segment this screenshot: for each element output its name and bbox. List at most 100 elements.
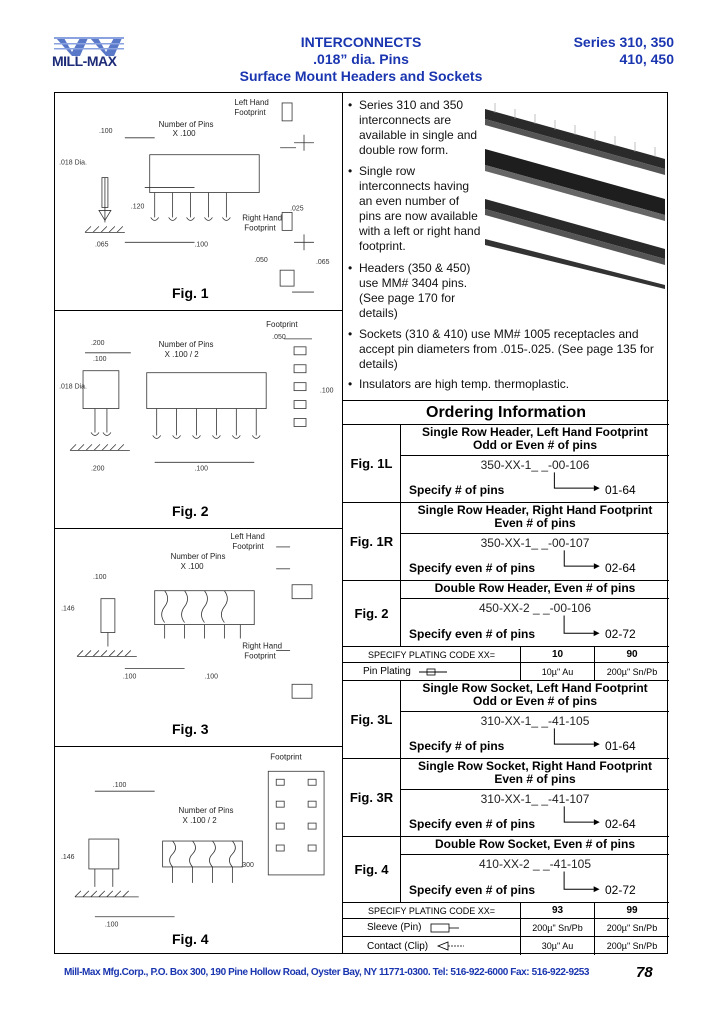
- fig-4-label: Fig. 4: [172, 931, 209, 947]
- fig-1-label: Fig. 1: [172, 285, 209, 301]
- plating-table-2-row-2: Contact (Clip) 30µ" Au 200µ" Sn/Pb: [343, 937, 669, 955]
- pin-icon: [418, 668, 447, 675]
- order-part-number: 310-XX-1_ _-41-107: [480, 792, 590, 806]
- svg-text:Number of Pins: Number of Pins: [159, 120, 214, 129]
- order-range: 02-64: [605, 817, 636, 831]
- plating-code-a: 10: [521, 647, 595, 662]
- plating-header: SPECIFY PLATING CODE XX=: [343, 903, 521, 918]
- order-arrow: [563, 615, 600, 637]
- svg-text:.100: .100: [99, 128, 113, 135]
- svg-text:.050: .050: [254, 257, 268, 264]
- svg-text:.146: .146: [61, 606, 75, 613]
- plating-value-b: 200µ" Sn/Pb: [606, 941, 658, 951]
- svg-text:.100: .100: [204, 673, 218, 680]
- order-range: 02-72: [605, 883, 636, 897]
- order-desc-line-1: Single Row Socket, Left Hand Footprint: [422, 681, 648, 695]
- ordering-title: Ordering Information: [343, 401, 669, 425]
- order-spec-label: Specify # of pins: [409, 483, 505, 497]
- order-arrow: [563, 871, 600, 893]
- svg-text:.200: .200: [91, 465, 105, 472]
- svg-text:.120: .120: [131, 203, 145, 210]
- order-range: 02-72: [605, 627, 636, 641]
- svg-text:X .100: X .100: [173, 129, 197, 138]
- bullet-3: •Headers (350 & 450) use MM# 3404 pins. …: [348, 261, 471, 320]
- bullet-2: •Single row interconnects having an even…: [348, 164, 481, 253]
- svg-text:.300: .300: [240, 862, 254, 869]
- order-fig-label: Fig. 2: [343, 581, 401, 646]
- title-line-2: .018” dia. Pins: [313, 51, 409, 67]
- order-fig-label: Fig. 3L: [343, 681, 401, 758]
- order-spec-label: Specify even # of pins: [409, 817, 536, 831]
- order-spec-label: Specify # of pins: [409, 739, 505, 753]
- plating-value-b: 200µ" Sn/Pb: [606, 666, 658, 677]
- order-desc-line-1: Double Row Socket, Even # of pins: [434, 837, 636, 851]
- order-arrow: [563, 550, 600, 570]
- mill-max-logo: [54, 37, 124, 56]
- svg-text:.100: .100: [93, 356, 107, 363]
- svg-text:Number of Pins: Number of Pins: [171, 552, 226, 561]
- bullet-1: •Series 310 and 350 interconnects are av…: [348, 98, 478, 157]
- order-part-number: 410-XX-2 _ _-41-105: [478, 857, 592, 871]
- order-range: 01-64: [605, 739, 636, 753]
- order-part-number: 350-XX-1_ _-00-107: [480, 536, 590, 550]
- svg-text:.100: .100: [195, 241, 209, 248]
- order-range: 02-64: [605, 561, 636, 575]
- plating-code-b: 90: [626, 649, 638, 660]
- order-fig-label: Fig. 3R: [343, 759, 401, 836]
- order-desc-line-2: Even # of pins: [494, 516, 576, 530]
- svg-text:.100: .100: [195, 465, 209, 472]
- fig-2-drawing: Footprint Number of Pins X .100 / 2 .200…: [59, 320, 334, 472]
- page-number: 78: [636, 964, 653, 981]
- title-line-3: Surface Mount Headers and Sockets: [239, 68, 483, 84]
- svg-text:Footprint: Footprint: [244, 651, 276, 660]
- bullet-4: •Sockets (310 & 410) use MM# 1005 recept…: [348, 327, 654, 371]
- svg-text:.065: .065: [316, 259, 330, 266]
- svg-text:.018 Dia.: .018 Dia.: [59, 160, 87, 167]
- svg-text:.025: .025: [290, 205, 304, 212]
- order-row-3l: Fig. 3L Single Row Socket, Left Hand Foo…: [343, 681, 669, 759]
- svg-text:X .100: X .100: [181, 562, 205, 571]
- order-desc: Single Row Socket, Right Hand Footprint …: [401, 760, 669, 786]
- plating-header: SPECIFY PLATING CODE XX=: [343, 647, 521, 662]
- svg-text:Left Hand: Left Hand: [230, 532, 265, 541]
- fig-4-drawing: Footprint Number of Pins X .100 / 2 .100…: [61, 752, 325, 929]
- fig-4-panel: Footprint Number of Pins X .100 / 2 .100…: [55, 747, 342, 955]
- fig-1-drawing: Left Hand Footprint Right Hand Footprint…: [59, 98, 330, 293]
- order-row-1l: Fig. 1L Single Row Header, Left Hand Foo…: [343, 425, 669, 503]
- svg-text:Footprint: Footprint: [270, 752, 302, 761]
- clip-icon: [437, 941, 465, 951]
- order-desc-line-1: Single Row Header, Right Hand Footprint: [417, 503, 653, 517]
- svg-text:.050: .050: [272, 334, 286, 341]
- plating-table-2-header: SPECIFY PLATING CODE XX= 93 99: [343, 903, 669, 919]
- svg-text:.100: .100: [123, 673, 137, 680]
- plating-row-label: Contact (Clip): [367, 940, 429, 952]
- ordering-information: Ordering Information Fig. 1L Single Row …: [343, 401, 669, 955]
- fig-2-panel: Footprint Number of Pins X .100 / 2 .200…: [55, 311, 342, 529]
- plating-table-2-row-1: Sleeve (Pin) 200µ" Sn/Pb 200µ" Sn/Pb: [343, 919, 669, 937]
- svg-text:Right Hand: Right Hand: [242, 213, 282, 222]
- order-desc: Double Row Header, Even # of pins: [401, 582, 669, 595]
- order-desc-line-2: Odd or Even # of pins: [472, 438, 597, 452]
- svg-text:.018 Dia.: .018 Dia.: [59, 384, 87, 391]
- svg-text:.100: .100: [320, 388, 334, 395]
- order-desc-line-2: Odd or Even # of pins: [472, 694, 597, 708]
- svg-text:Footprint: Footprint: [266, 320, 298, 329]
- svg-text:.100: .100: [105, 922, 119, 929]
- plating-table-1-header: SPECIFY PLATING CODE XX= 10 90: [343, 647, 669, 663]
- order-desc-line-2: Even # of pins: [494, 772, 576, 786]
- plating-row-label-cell: Sleeve (Pin): [343, 919, 521, 936]
- order-desc: Single Row Socket, Left Hand Footprint O…: [401, 682, 669, 708]
- product-photo: [485, 103, 665, 289]
- plating-code-a: 93: [521, 903, 595, 918]
- fig-2-label: Fig. 2: [172, 503, 209, 519]
- order-arrow: [563, 806, 600, 826]
- plating-row-label-cell: Contact (Clip): [343, 937, 521, 955]
- title-line-1: INTERCONNECTS: [300, 34, 422, 50]
- order-desc-line-1: Single Row Socket, Right Hand Footprint: [418, 759, 652, 773]
- svg-text:Number of Pins: Number of Pins: [159, 340, 214, 349]
- logo-wordmark: MILL-MAX: [52, 53, 117, 69]
- svg-text:Footprint: Footprint: [244, 223, 276, 232]
- plating-row-label-cell: Pin Plating: [343, 663, 521, 680]
- order-spec-label: Specify even # of pins: [409, 627, 536, 641]
- order-desc: Double Row Socket, Even # of pins: [401, 838, 669, 851]
